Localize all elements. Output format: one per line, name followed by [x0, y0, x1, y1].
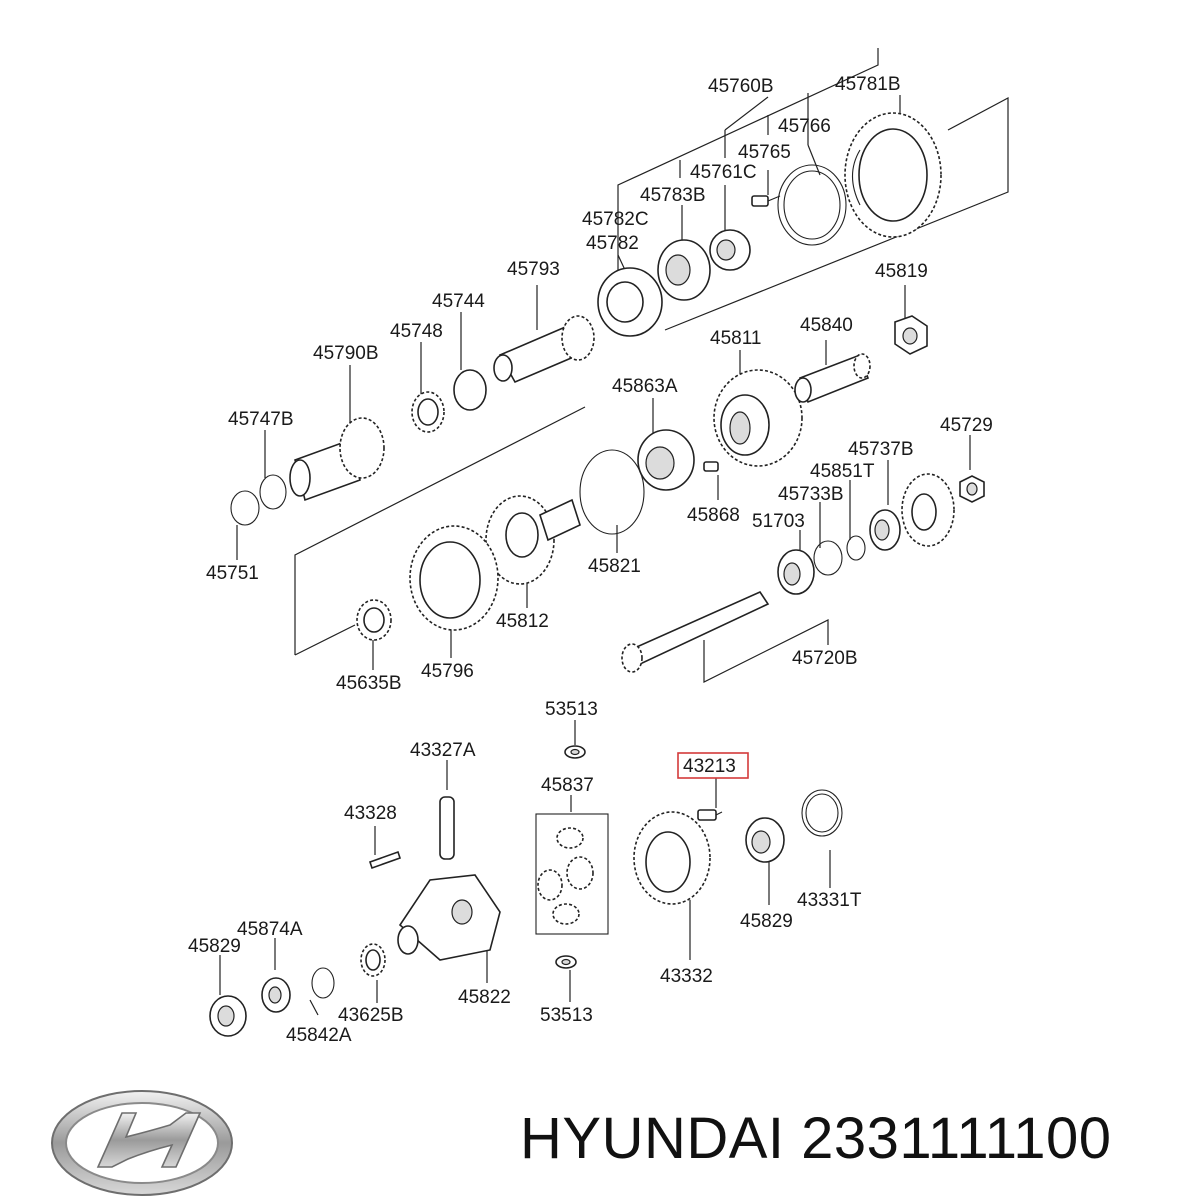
- part-label: 45868: [687, 505, 740, 526]
- part-label: 45765: [738, 142, 791, 163]
- part-label: 45790B: [313, 343, 379, 364]
- brand-part-caption: HYUNDAI 2331111100: [520, 1105, 1112, 1172]
- part-45868-bolt: [703, 461, 719, 472]
- part-45796-gear: [409, 525, 499, 631]
- hyundai-logo-icon: [51, 1090, 233, 1196]
- part-45748-bearing: [411, 391, 445, 433]
- part-labels: 45760B 45781B 45766 45765 45761C 45783B …: [188, 74, 993, 1046]
- part-label: 45635B: [336, 673, 402, 694]
- bottom-leader-lines: [219, 720, 831, 1016]
- part-label: 45829: [188, 936, 241, 957]
- part-53513-washer-top: [564, 745, 586, 759]
- part-label: 45737B: [848, 439, 914, 460]
- part-43213-bolt: [697, 809, 723, 821]
- part-label: 45822: [458, 987, 511, 1008]
- part-45837-gear-set: [535, 813, 609, 935]
- part-45781B-gear: [844, 112, 942, 238]
- part-label: 45720B: [792, 648, 858, 669]
- part-43328-pin: [368, 850, 402, 870]
- part-45811-gear: [713, 369, 803, 467]
- part-label: 51703: [752, 511, 805, 532]
- part-label: 45863A: [612, 376, 678, 397]
- part-label: 45840: [800, 315, 853, 336]
- part-45747B-snap-ring: [259, 474, 287, 510]
- leader-lines: [236, 48, 1009, 683]
- part-label: 45744: [432, 291, 485, 312]
- part-label: 45729: [940, 415, 993, 436]
- part-45733B-ring: [846, 535, 866, 561]
- part-53513-washer-bottom: [555, 955, 577, 969]
- part-label: 45837: [541, 775, 594, 796]
- part-45821-ring: [579, 449, 645, 535]
- part-label: 45781B: [835, 74, 901, 95]
- part-label: 43328: [344, 803, 397, 824]
- part-45863A-bearing: [637, 429, 695, 491]
- part-43625B-bearing: [360, 943, 386, 977]
- part-45829-bearing-left: [209, 995, 247, 1037]
- part-label: 43327A: [410, 740, 476, 761]
- part-45737B-gear: [901, 473, 955, 547]
- part-45766-ring: [777, 164, 847, 246]
- selected-part-highlight: [677, 752, 749, 779]
- part-label: 45751: [206, 563, 259, 584]
- part-45819-nut: [894, 315, 928, 355]
- part-45842A-ring: [311, 967, 335, 999]
- part-label: 43332: [660, 966, 713, 987]
- part-43331T-ring: [801, 789, 843, 837]
- part-label: 45874A: [237, 919, 303, 940]
- part-43327A-pin: [439, 796, 455, 860]
- part-number: 2331111100: [801, 1106, 1112, 1171]
- part-label: 45811: [710, 328, 761, 349]
- part-label: 43625B: [338, 1005, 404, 1026]
- part-label: 45821: [588, 556, 641, 577]
- part-51703-ring: [813, 540, 843, 576]
- part-label: 53513: [540, 1005, 593, 1026]
- part-label: 43331T: [797, 890, 862, 911]
- part-45783B-bearing: [657, 239, 711, 301]
- part-45751-ring: [230, 490, 260, 526]
- part-label: 45793: [507, 259, 560, 280]
- part-45761C-bearing: [709, 229, 751, 271]
- part-45765-bolt: [751, 195, 781, 207]
- part-label: 45819: [875, 261, 928, 282]
- part-45822-diff-case: [397, 874, 501, 961]
- part-label: 45760B: [708, 76, 774, 97]
- part-label-selected: 43213: [683, 756, 736, 777]
- part-label: 45733B: [778, 484, 844, 505]
- part-45720B-shaft: [621, 590, 770, 673]
- brand-name: HYUNDAI: [520, 1106, 785, 1171]
- part-45874A-seal: [261, 977, 291, 1013]
- part-45790B-gear-shaft: [289, 417, 385, 502]
- part-label: 45783B: [640, 185, 706, 206]
- part-label: 45747B: [228, 409, 294, 430]
- part-label: 45748: [390, 321, 443, 342]
- part-45851T-bearing: [869, 509, 901, 551]
- part-43332-ring-gear: [633, 811, 711, 905]
- part-label: 45851T: [810, 461, 875, 482]
- part-45829-bearing-right: [745, 817, 785, 863]
- part-label: 53513: [545, 699, 598, 720]
- part-label: 45761C: [690, 162, 757, 183]
- part-label: 45829: [740, 911, 793, 932]
- part-45729-nut: [959, 475, 985, 503]
- part-label: 45812: [496, 611, 549, 632]
- part-label: 45796: [421, 661, 474, 682]
- part-label: 45782: [586, 233, 639, 254]
- part-45635B-bearing: [356, 599, 392, 641]
- part-label: 45782C: [582, 209, 649, 230]
- part-label: 45842A: [286, 1025, 352, 1046]
- part-45744-washer: [453, 369, 487, 411]
- part-45782-seal: [597, 267, 663, 337]
- part-label: 45766: [778, 116, 831, 137]
- part-45840-shaft: [794, 353, 871, 404]
- part-bearing-45720B-set: [777, 549, 815, 595]
- part-45793-shaft: [493, 315, 595, 384]
- part-45812-gear: [485, 495, 581, 585]
